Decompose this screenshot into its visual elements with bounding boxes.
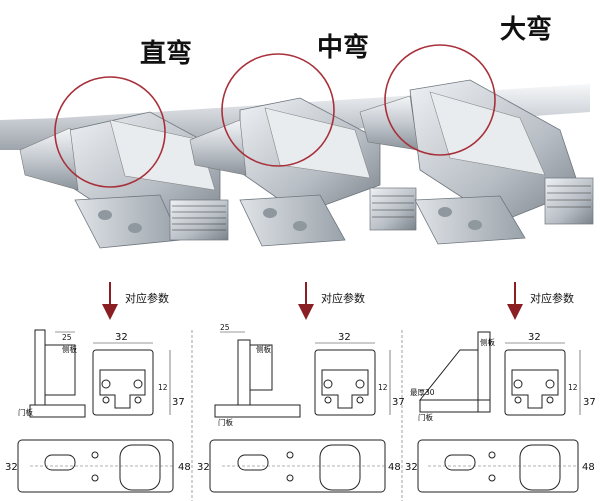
thickness-label-3: 最厚30 bbox=[410, 388, 435, 397]
plate-h-dim-2: 32 bbox=[197, 462, 210, 473]
offset-dim-1: 12 bbox=[158, 383, 168, 392]
door-label-1: 门板 bbox=[18, 407, 33, 417]
height-dim-2: 37 bbox=[392, 397, 405, 408]
hinge-photo-area: 直弯 中弯 大弯 bbox=[0, 14, 594, 249]
highlight-circle-straight bbox=[54, 76, 166, 188]
plate-w-dim-3: 48 bbox=[582, 462, 595, 473]
hinge-large bbox=[359, 79, 594, 245]
side-label-2: 侧板 bbox=[256, 344, 271, 354]
highlight-circle-medium bbox=[221, 53, 335, 167]
param-label-3: 对应参数 bbox=[530, 291, 574, 305]
side-offset-1: 25 bbox=[62, 333, 72, 342]
width-dim-2: 32 bbox=[338, 332, 351, 343]
side-offset-2: 25 bbox=[220, 323, 230, 332]
side-label-1: 侧板 bbox=[62, 344, 77, 354]
param-arrows: 对应参数 对应参数 对应参数 bbox=[102, 282, 574, 320]
plate-h-dim-1: 32 bbox=[5, 462, 18, 473]
width-dim-1: 32 bbox=[115, 332, 128, 343]
height-dim-1: 37 bbox=[172, 397, 185, 408]
plate-w-dim-2: 48 bbox=[388, 462, 401, 473]
door-label-3: 门板 bbox=[418, 412, 433, 422]
drawing-panel-medium: 25 侧板 门板 32 37 12 32 48 bbox=[197, 323, 405, 493]
title-medium: 中弯 bbox=[317, 32, 369, 63]
width-dim-3: 32 bbox=[528, 332, 541, 343]
highlight-circle-large bbox=[384, 44, 496, 156]
plate-h-dim-3: 32 bbox=[405, 462, 418, 473]
height-dim-3: 37 bbox=[583, 397, 596, 408]
offset-dim-2: 12 bbox=[378, 383, 388, 392]
door-label-2: 门板 bbox=[218, 417, 233, 427]
offset-dim-3: 12 bbox=[568, 383, 578, 392]
param-label-2: 对应参数 bbox=[321, 291, 365, 305]
title-large: 大弯 bbox=[500, 14, 552, 45]
plate-w-dim-1: 48 bbox=[178, 462, 191, 473]
side-label-3: 侧板 bbox=[480, 337, 495, 347]
drawing-panel-straight: 25 侧板 门板 32 37 12 32 48 bbox=[5, 329, 191, 493]
drawing-panel-large: 侧板 最厚30 门板 32 37 12 32 48 bbox=[405, 331, 596, 493]
param-label-1: 对应参数 bbox=[125, 291, 169, 305]
title-straight: 直弯 bbox=[140, 38, 192, 69]
hinge-straight bbox=[19, 111, 229, 249]
